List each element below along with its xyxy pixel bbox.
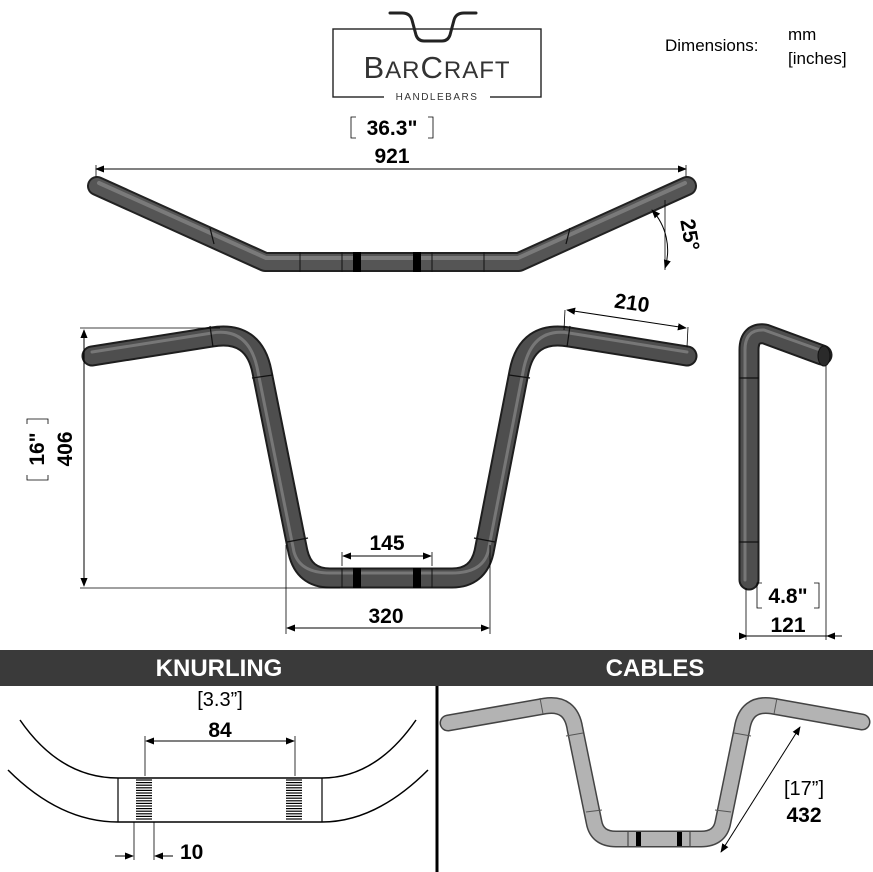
top-view-width-dimension: 36.3" 921 [95,116,687,180]
knurl-width-label: 10 [180,841,203,864]
rise-dimension: 16" 406 [26,327,340,589]
brand-logo: BARCRAFT HANDLEBARS [332,11,542,103]
pullback-mm: 121 [770,614,805,637]
units-legend: Dimensions: mm [inches] [665,25,847,68]
cables-knurl-right [677,832,682,846]
knurl-spacing-dimension: [3.3”] 84 [144,689,296,776]
knurl-band-right [286,779,302,820]
front-view-bar [81,325,698,589]
units-label: Dimensions: [665,36,759,55]
sweep-angle-label: 25° [675,217,703,252]
logo-wordmark: BARCRAFT [363,50,510,85]
cables-detail: [17”] 432 [439,697,871,853]
logo-handlebar-icon [388,11,478,43]
knurl-spacing-inches: [3.3”] [197,689,243,711]
top-view: 36.3" 921 25° [87,116,703,272]
knurl-spacing-mm: 84 [208,719,232,742]
top-width-inches: 36.3" [367,117,418,140]
grip-length-label: 210 [613,290,651,318]
top-knurl-left [353,252,361,272]
knurling-detail: [3.3”] 84 10 [7,689,429,864]
center-width-dimension: 145 [341,532,433,566]
cable-length-inches: [17”] [784,778,824,800]
top-width-mm: 921 [374,145,409,168]
front-view: 16" 406 210 145 320 [26,290,698,634]
units-primary: mm [788,25,816,44]
rise-mm: 406 [54,431,77,466]
knurling-title: KNURLING [156,655,283,682]
pullback-inches: 4.8" [768,585,807,608]
grip-length-dimension: 210 [563,290,689,348]
sweep-angle-dimension: 25° [651,200,703,270]
logo-tagline: HANDLEBARS [396,92,479,103]
side-view: 4.8" 121 [738,323,842,640]
front-knurl-left [353,568,361,588]
cables-bar [439,697,871,848]
units-secondary: [inches] [788,49,847,68]
cables-title: CABLES [606,655,705,682]
top-view-bar [87,176,697,272]
side-view-bar [738,323,833,591]
section-banner: KNURLING CABLES [0,650,873,872]
knurl-width-dimension: 10 [115,822,203,864]
side-bar-end [817,345,831,367]
front-knurl-right [413,568,421,588]
center-width-label: 145 [369,532,404,555]
top-knurl-right [413,252,421,272]
cable-length-dimension: [17”] 432 [720,726,824,853]
cables-knurl-left [636,832,641,846]
knurl-band-left [136,779,152,820]
pullback-dimension: 4.8" 121 [738,366,842,640]
rise-inches: 16" [26,432,49,465]
cable-length-mm: 432 [786,804,821,827]
base-width-label: 320 [368,605,403,628]
base-width-dimension: 320 [285,545,491,634]
